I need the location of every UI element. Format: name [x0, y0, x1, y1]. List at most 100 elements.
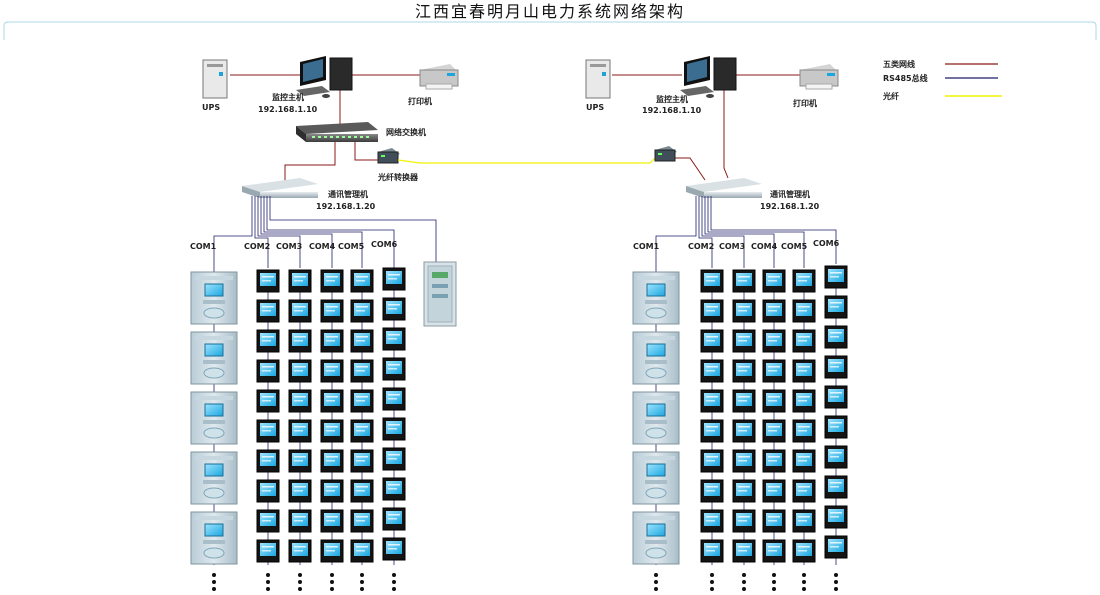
legend-fiber-label: 光纤	[882, 91, 899, 101]
left-com3: COM3	[276, 242, 302, 251]
meter-icon	[700, 449, 724, 473]
meter-icon	[700, 299, 724, 323]
meter-icon	[288, 539, 312, 563]
left-manager-label: 通讯管理机	[328, 189, 368, 199]
right-system: UPS 监控主机 192.168.1.10 打印机 通讯管理机	[585, 56, 848, 591]
protection-relay-icon	[190, 391, 238, 445]
meter-icon	[256, 479, 280, 503]
meter-icon	[256, 389, 280, 413]
left-manager-ip: 192.168.1.20	[316, 202, 376, 211]
meter-icon	[288, 479, 312, 503]
left-switch-converter-link	[354, 142, 378, 161]
meter-icon	[320, 329, 344, 353]
right-com4: COM4	[751, 242, 778, 251]
meter-icon	[700, 389, 724, 413]
fiber-link	[397, 156, 657, 164]
left-host-label: 监控主机	[272, 92, 304, 102]
meter-icon	[792, 329, 816, 353]
meter-icon	[256, 299, 280, 323]
meter-icon	[320, 479, 344, 503]
legend-ethernet-label: 五类网线	[883, 59, 915, 69]
left-host-ip: 192.168.1.10	[258, 105, 318, 114]
protection-relay-icon	[632, 331, 680, 385]
meter-icon	[382, 537, 406, 561]
left-printer-label: 打印机	[408, 96, 432, 106]
protection-relay-icon	[190, 451, 238, 505]
right-rs485-branches	[655, 196, 837, 272]
meter-icon	[700, 419, 724, 443]
left-com5: COM5	[338, 242, 365, 251]
meter-icon	[320, 509, 344, 533]
meter-icon	[350, 299, 374, 323]
ellipsis-icon	[772, 573, 776, 591]
meter-icon	[288, 359, 312, 383]
meter-icon	[382, 447, 406, 471]
ellipsis-icon	[360, 573, 364, 591]
meter-icon	[792, 509, 816, 533]
meter-icon	[792, 299, 816, 323]
meter-icon	[382, 327, 406, 351]
meter-icon	[762, 449, 786, 473]
left-com2: COM2	[244, 242, 270, 251]
meter-icon	[732, 509, 756, 533]
meter-icon	[824, 505, 848, 529]
meter-icon	[382, 297, 406, 321]
left-rs485-branches	[213, 196, 437, 272]
meter-icon	[824, 355, 848, 379]
ellipsis-icon	[212, 573, 216, 591]
left-switch-manager-link	[284, 142, 336, 185]
meter-icon	[700, 479, 724, 503]
meter-icon	[256, 539, 280, 563]
protection-relay-icon	[190, 271, 238, 325]
left-ups-label: UPS	[202, 103, 220, 112]
meter-icon	[288, 449, 312, 473]
meter-icon	[762, 419, 786, 443]
meter-icon	[382, 417, 406, 441]
meter-icon	[256, 449, 280, 473]
meter-icon	[350, 479, 374, 503]
manager-icon	[242, 178, 318, 198]
meter-icon	[256, 419, 280, 443]
converter-icon	[654, 146, 677, 162]
protection-relay-icon	[632, 451, 680, 505]
meter-icon	[792, 389, 816, 413]
meter-icon	[320, 449, 344, 473]
printer-icon	[419, 64, 459, 90]
meter-icon	[762, 539, 786, 563]
ellipsis-icon	[742, 573, 746, 591]
meter-icon	[732, 329, 756, 353]
meter-icon	[320, 539, 344, 563]
meter-icon	[288, 389, 312, 413]
frame-border	[3, 21, 1097, 40]
ellipsis-icon	[330, 573, 334, 591]
meter-icon	[762, 329, 786, 353]
meter-icon	[288, 419, 312, 443]
ellipsis-icon	[802, 573, 806, 591]
meter-icon	[382, 267, 406, 291]
ellipsis-icon	[710, 573, 714, 591]
meter-icon	[320, 269, 344, 293]
left-com4: COM4	[309, 242, 336, 251]
page-title: 江西宜春明月山电力系统网络架构	[415, 2, 685, 21]
manager-icon	[686, 178, 762, 198]
meter-icon	[350, 449, 374, 473]
meter-icon	[732, 479, 756, 503]
meter-icon	[700, 509, 724, 533]
meter-icon	[824, 265, 848, 289]
meter-icon	[792, 479, 816, 503]
meter-icon	[320, 359, 344, 383]
right-manager-label: 通讯管理机	[770, 189, 810, 199]
right-host-label: 监控主机	[656, 94, 688, 104]
ellipsis-icon	[654, 573, 658, 591]
left-device-columns	[190, 267, 406, 591]
meter-icon	[350, 269, 374, 293]
meter-icon	[732, 269, 756, 293]
meter-icon	[288, 329, 312, 353]
meter-icon	[762, 509, 786, 533]
meter-icon	[732, 299, 756, 323]
meter-icon	[256, 329, 280, 353]
meter-icon	[320, 299, 344, 323]
meter-icon	[256, 509, 280, 533]
right-host-ip: 192.168.1.10	[642, 106, 702, 115]
